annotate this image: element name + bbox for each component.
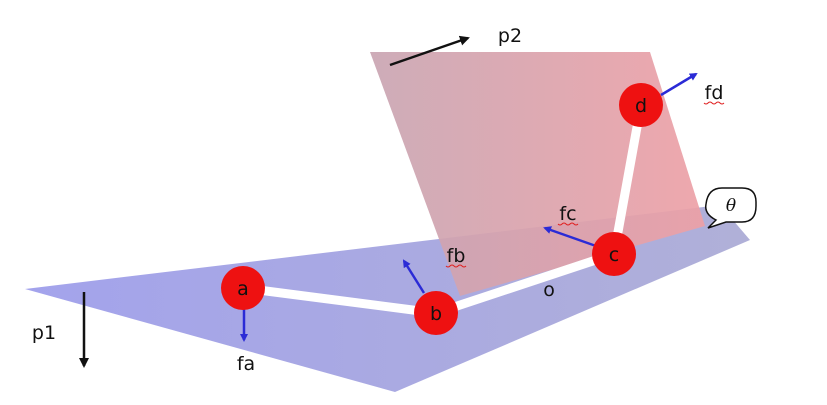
angle-callout-bubble [704,187,757,229]
node-label-d: d [635,95,647,117]
plane-label-p2: p2 [498,25,522,47]
node-b [414,291,458,335]
node-label-a: a [237,278,249,300]
angle-label-theta: θ [726,196,736,216]
plane-arrow-p2 [389,35,470,67]
node-c [592,232,636,276]
node-label-c: c [609,244,619,266]
force-label-fc: fc [559,203,576,225]
spellcheck-underline-fd [703,101,725,105]
node-d [619,83,663,127]
spellcheck-underline-fb [445,264,467,268]
link-label-o: o [543,279,555,301]
force-label-fd: fd [705,82,724,104]
force-arrow-fc [543,226,597,248]
node-a [221,266,265,310]
force-label-fa: fa [237,353,255,375]
link-chain [242,104,646,318]
force-arrow-fd [660,72,698,97]
force-arrow-fb [402,259,426,294]
node-label-b: b [430,303,442,325]
spellcheck-underline-fc [557,222,579,226]
force-label-fb: fb [447,245,466,267]
plane-label-p1: p1 [32,322,56,344]
